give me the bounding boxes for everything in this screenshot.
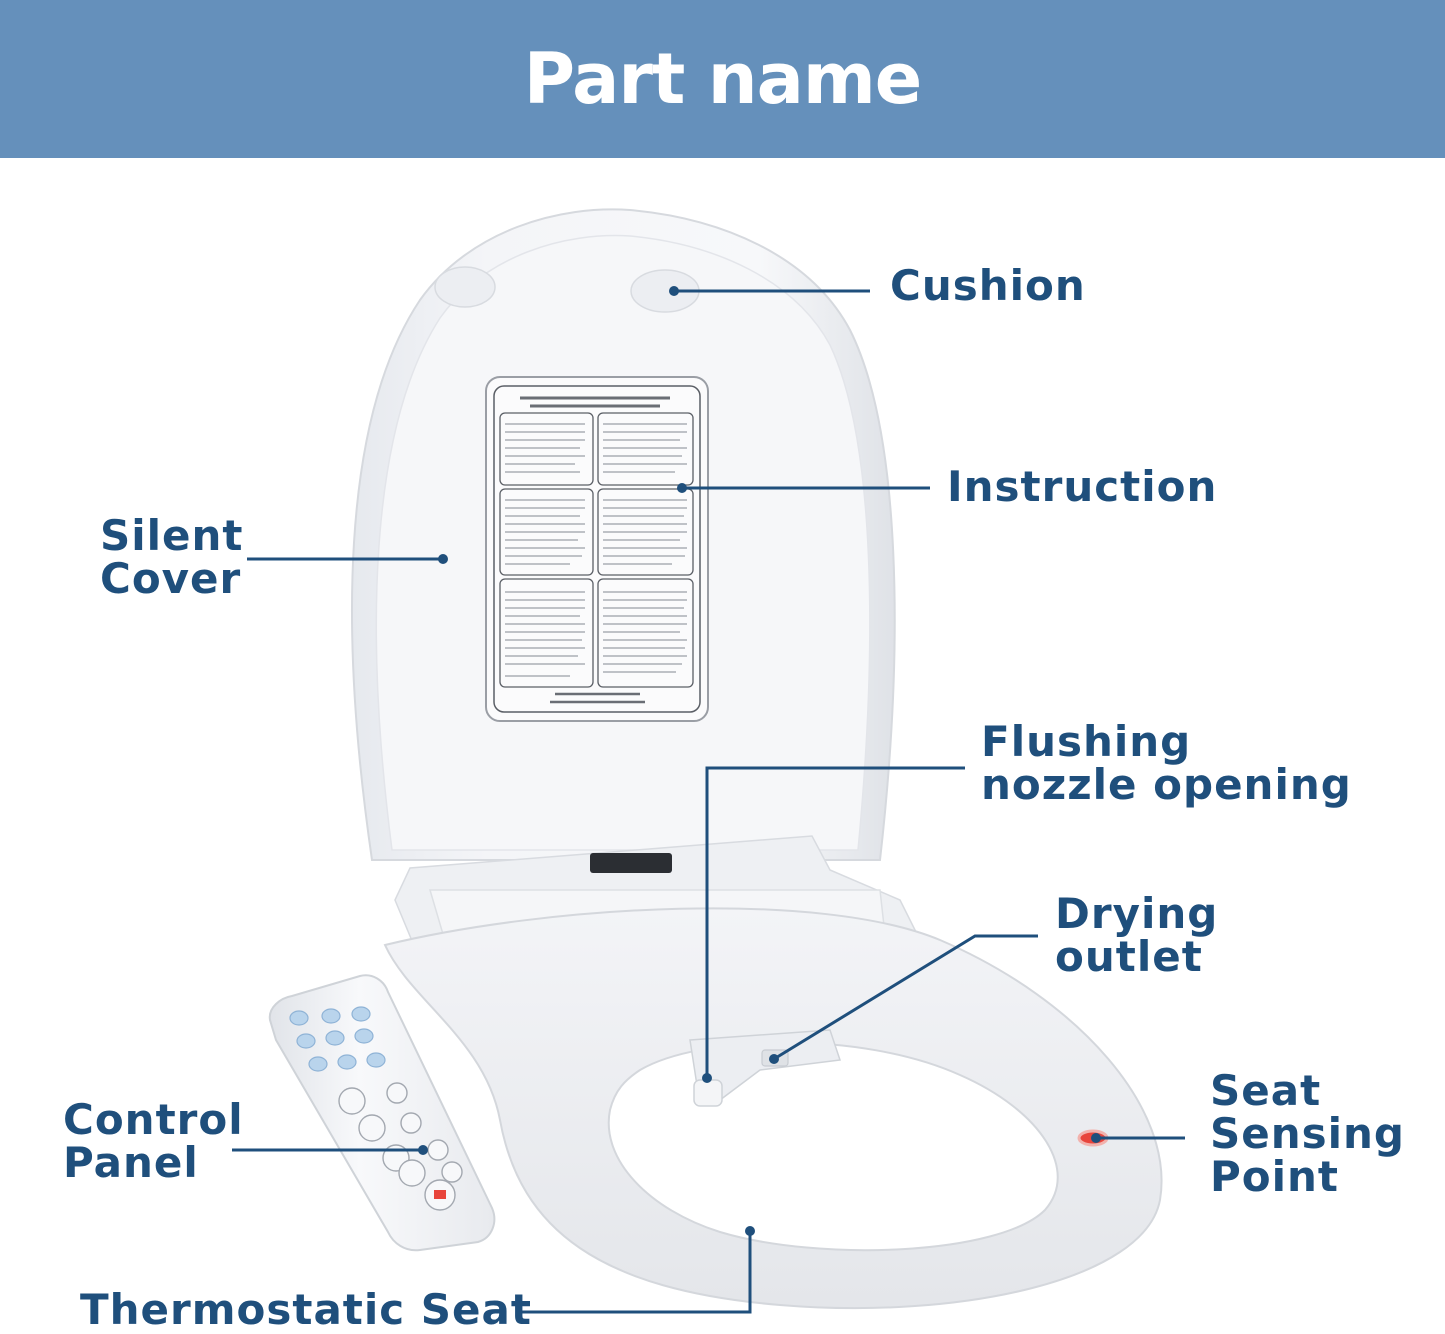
header-banner: Part name <box>0 0 1445 158</box>
label-silent-cover: Silent Cover <box>100 511 244 603</box>
label-thermostatic-seat: Thermostatic Seat <box>80 1285 532 1334</box>
dot-drying-outlet <box>769 1054 779 1064</box>
label-control-panel: Control Panel <box>63 1095 244 1187</box>
leader-lines <box>232 289 1185 1314</box>
label-instruction: Instruction <box>947 462 1218 511</box>
instruction-sticker <box>485 376 709 722</box>
label-flushing-nozzle-opening: Flushing nozzle opening <box>981 717 1352 809</box>
dot-cushion <box>669 286 679 296</box>
seat-ring <box>383 907 1163 1310</box>
nozzle-tip <box>693 1079 723 1107</box>
leader-drying-outlet <box>773 934 1038 1061</box>
page-title: Part name <box>523 38 922 120</box>
dot-silent-cover <box>438 554 448 564</box>
dot-thermostatic-seat <box>745 1226 755 1236</box>
label-drying-outlet: Drying outlet <box>1055 889 1219 981</box>
leader-thermostatic-seat <box>518 1231 752 1314</box>
dot-instruction <box>677 483 687 493</box>
dot-control-panel <box>418 1145 428 1155</box>
cushion-left <box>434 266 496 308</box>
dot-flushing-nozzle <box>702 1073 712 1083</box>
dot-seat-sensing <box>1091 1133 1101 1143</box>
qr-label <box>590 853 672 873</box>
label-cushion: Cushion <box>890 261 1086 310</box>
remote-control <box>268 974 496 1252</box>
leader-flushing-nozzle <box>705 766 965 1078</box>
label-seat-sensing-point: Seat Sensing Point <box>1210 1066 1405 1201</box>
